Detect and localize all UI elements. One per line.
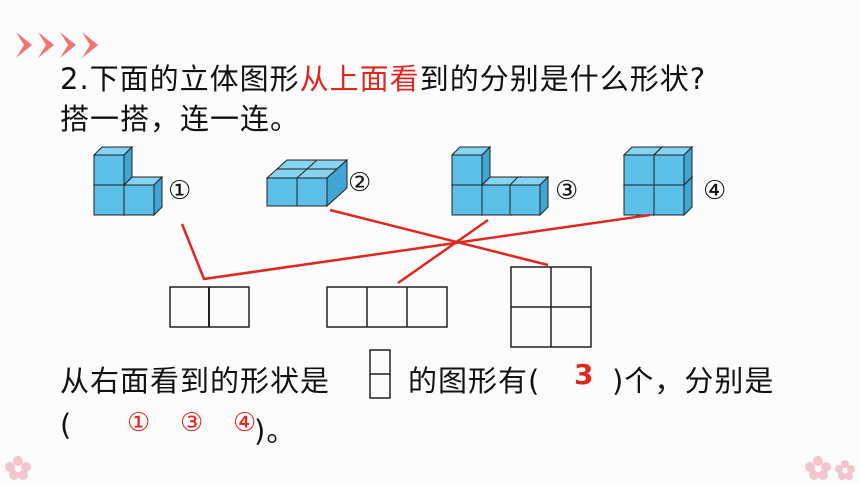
fill-paren-close: )。: [254, 414, 297, 448]
question-text: 2.下面的立体图形: [60, 62, 300, 96]
question-highlight: 从上面看: [299, 62, 420, 96]
answer-item-1: ①: [127, 408, 151, 438]
shape-label-3: ③: [555, 176, 579, 206]
fill-paren-open: (: [60, 408, 73, 442]
shape-label-1: ①: [168, 176, 192, 206]
top-view-option-1: [169, 286, 250, 328]
question-line-2: 搭一搭，连一连。: [60, 102, 301, 136]
fill-text-3: )个，分别是: [612, 364, 775, 398]
shape-label-2: ②: [348, 168, 372, 198]
flower-decoration-icon: [5, 456, 855, 480]
solid-shape-1: [93, 146, 163, 216]
right-view-shape-icon: [369, 349, 391, 399]
answer-item-2: ③: [180, 408, 204, 438]
answer-item-3: ④: [233, 408, 257, 438]
top-view-option-2: [326, 286, 448, 328]
question-text-end: 到的分别是什么形状?: [419, 62, 707, 96]
solid-shape-3: [451, 146, 549, 216]
solid-shape-2: [265, 158, 349, 208]
chevron-arrows-icon: [16, 32, 98, 58]
solid-shape-4: [623, 146, 693, 216]
top-view-option-3: [510, 266, 592, 348]
fill-text-1: 从右面看到的形状是: [60, 364, 331, 398]
answer-lines: [180, 208, 651, 285]
fill-text-2: 的图形有(: [408, 364, 541, 398]
answer-count: 3: [574, 358, 594, 391]
shape-label-4: ④: [703, 176, 727, 206]
question-line-1: 2.下面的立体图形从上面看到的分别是什么形状?: [60, 56, 706, 98]
